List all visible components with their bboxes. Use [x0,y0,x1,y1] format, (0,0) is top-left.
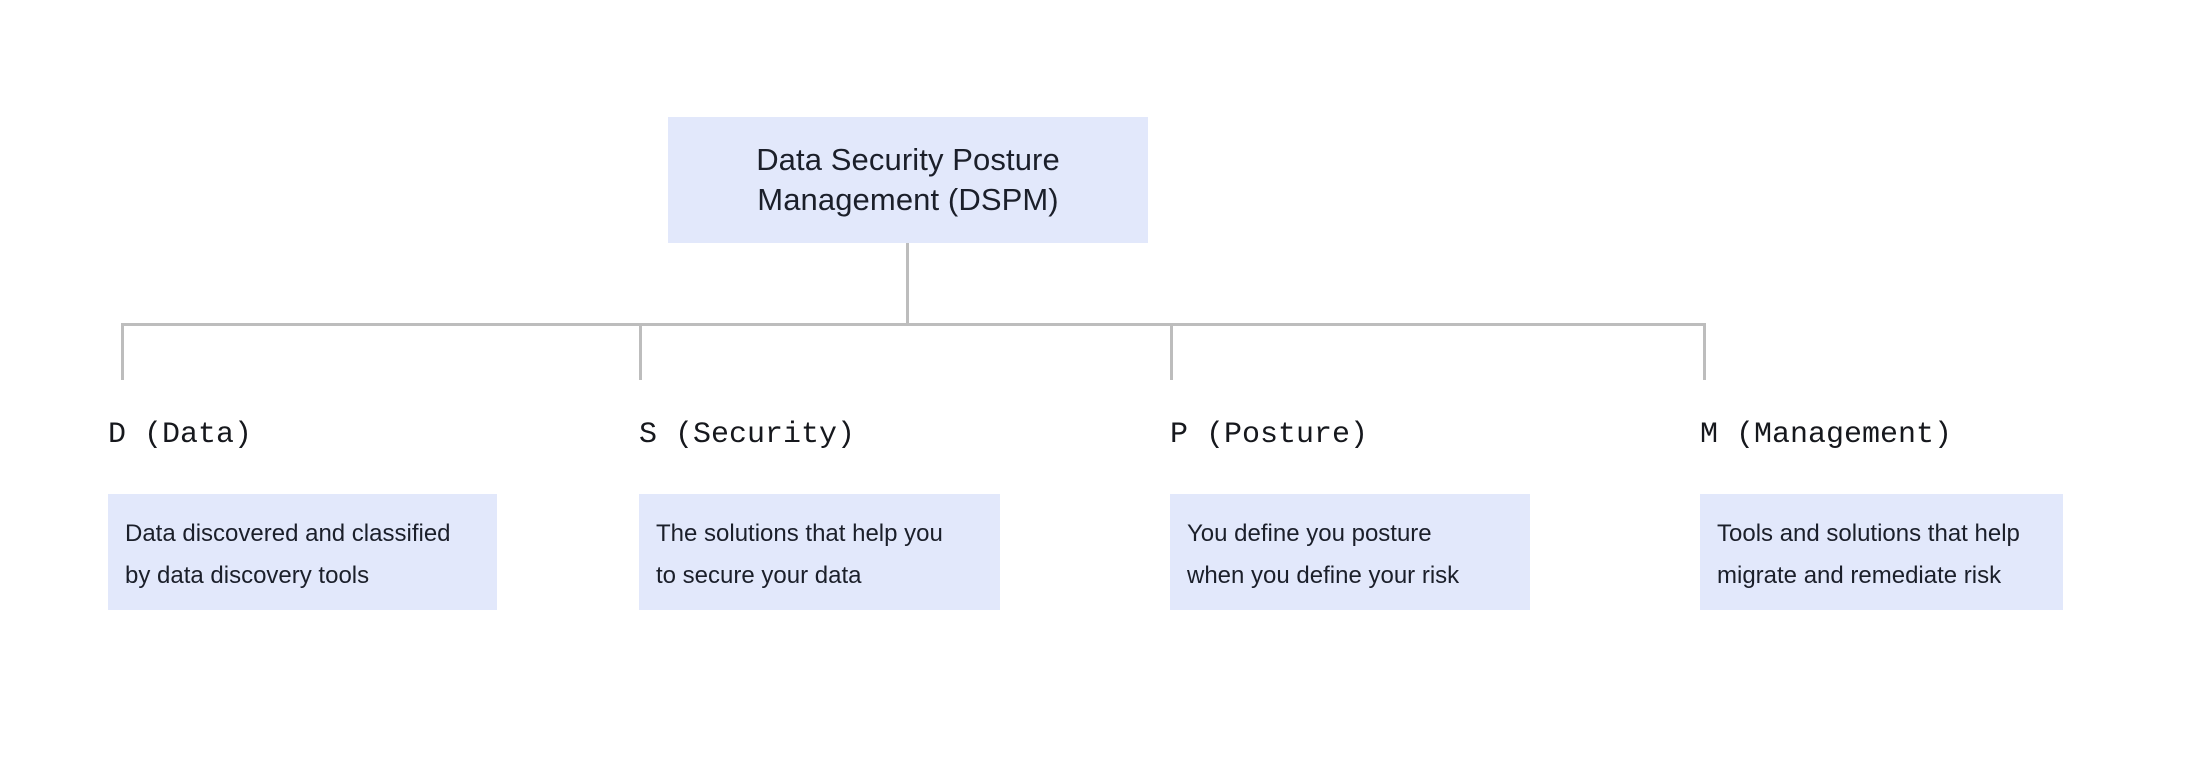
branch-description-box-data: Data discovered and classified by data d… [108,494,497,610]
branch-description-text-security: The solutions that help you to secure yo… [656,520,943,589]
branch-description-text-data: Data discovered and classified by data d… [125,520,451,589]
branch-label-security: S (Security) [639,418,856,452]
branch-node-management: M (Management) Tools and solutions that … [1700,417,2063,610]
branch-description-box-security: The solutions that help you to secure yo… [639,494,1000,610]
branch-node-data: D (Data) Data discovered and classified … [108,417,497,610]
branch-description-text-management: Tools and solutions that help migrate an… [1717,520,2020,589]
root-node-title: Data Security Posture Management (DSPM) [756,141,1060,217]
branch-node-posture: P (Posture) You define you posture when … [1170,417,1530,610]
branch-node-security: S (Security) The solutions that help you… [639,417,1000,610]
branch-label-posture: P (Posture) [1170,418,1369,452]
branch-label-data: D (Data) [108,418,253,452]
branch-label-management: M (Management) [1700,418,1953,452]
branch-description-box-management: Tools and solutions that help migrate an… [1700,494,2063,610]
branch-description-text-posture: You define you posture when you define y… [1187,520,1460,589]
branch-description-box-posture: You define you posture when you define y… [1170,494,1530,610]
root-node-dspm: Data Security Posture Management (DSPM) [668,117,1148,243]
